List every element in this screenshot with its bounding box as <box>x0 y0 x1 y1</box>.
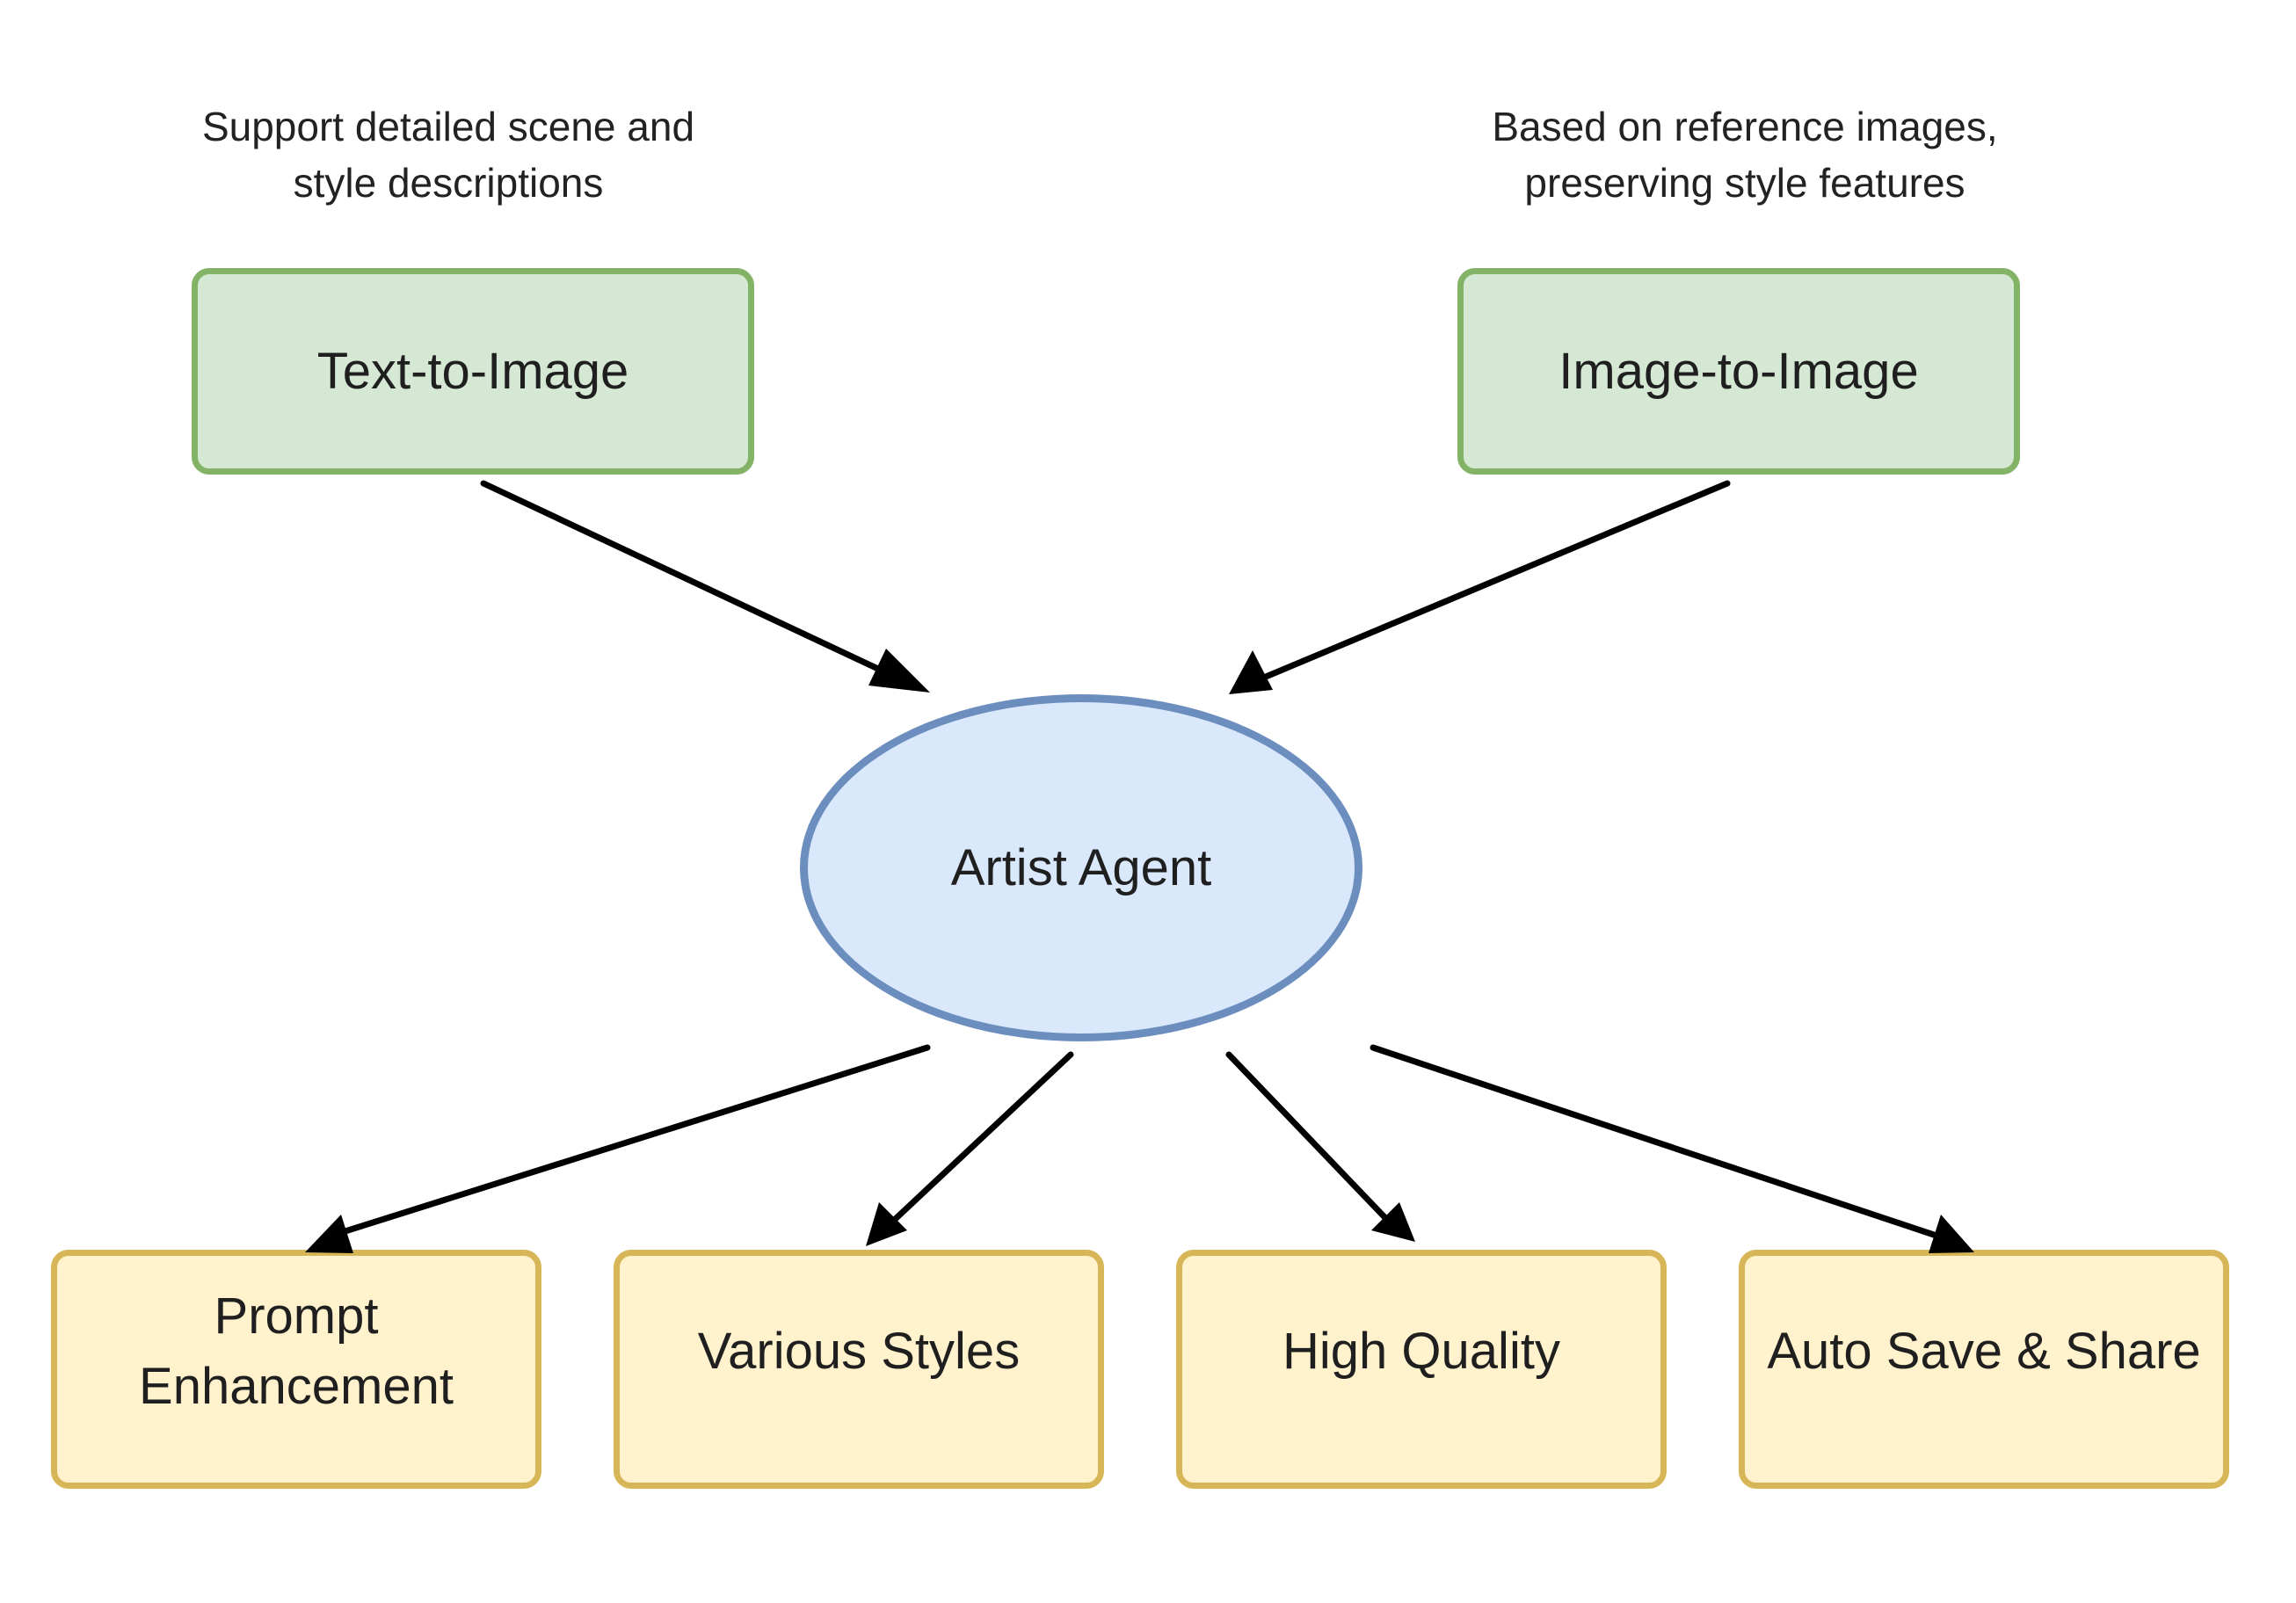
image-to-image-description-line1: Based on reference images, <box>1492 104 1998 149</box>
arrow-agent-to-prompt-enhancement <box>331 1044 931 1238</box>
text-to-image-description: Support detailed scene and style descrip… <box>114 98 782 211</box>
prompt-enhancement-label-line1: Prompt <box>214 1287 379 1345</box>
artist-agent-node: Artist Agent <box>800 694 1362 1041</box>
image-to-image-description-line2: preserving style features <box>1524 160 1965 206</box>
high-quality-node: High Quality <box>1176 1250 1667 1489</box>
text-to-image-description-line1: Support detailed scene and <box>201 104 695 149</box>
arrowhead-auto-save-share <box>1929 1215 1974 1253</box>
high-quality-label: High Quality <box>1282 1323 1560 1380</box>
arrowhead-prompt-enhancement <box>305 1215 353 1253</box>
text-to-image-label: Text-to-Image <box>316 342 629 400</box>
arrowhead-text-to-image <box>868 649 930 693</box>
prompt-enhancement-node: Prompt Enhancement <box>51 1250 541 1489</box>
arrowhead-high-quality <box>1371 1202 1415 1242</box>
prompt-enhancement-label-line2: Enhancement <box>139 1358 454 1415</box>
arrow-text-to-image-to-agent <box>480 480 898 680</box>
image-to-image-label: Image-to-Image <box>1559 342 1919 400</box>
arrow-agent-to-various-styles <box>884 1051 1074 1229</box>
text-to-image-node: Text-to-Image <box>192 268 754 475</box>
various-styles-node: Various Styles <box>614 1250 1104 1489</box>
arrowhead-image-to-image <box>1229 650 1273 694</box>
arrow-agent-to-auto-save-share <box>1370 1044 1937 1238</box>
arrow-agent-to-high-quality <box>1225 1051 1392 1225</box>
auto-save-share-label: Auto Save & Share <box>1767 1323 2201 1380</box>
arrow-image-to-image-to-agent <box>1262 480 1731 680</box>
image-to-image-node: Image-to-Image <box>1457 268 2020 475</box>
image-to-image-description: Based on reference images, preserving st… <box>1411 98 2079 211</box>
various-styles-label: Various Styles <box>697 1323 1021 1380</box>
artist-agent-label: Artist Agent <box>950 839 1212 896</box>
prompt-enhancement-label: Prompt Enhancement <box>139 1281 454 1422</box>
text-to-image-description-line2: style descriptions <box>293 160 604 206</box>
arrowhead-various-styles <box>866 1202 907 1246</box>
auto-save-share-node: Auto Save & Share <box>1739 1250 2229 1489</box>
